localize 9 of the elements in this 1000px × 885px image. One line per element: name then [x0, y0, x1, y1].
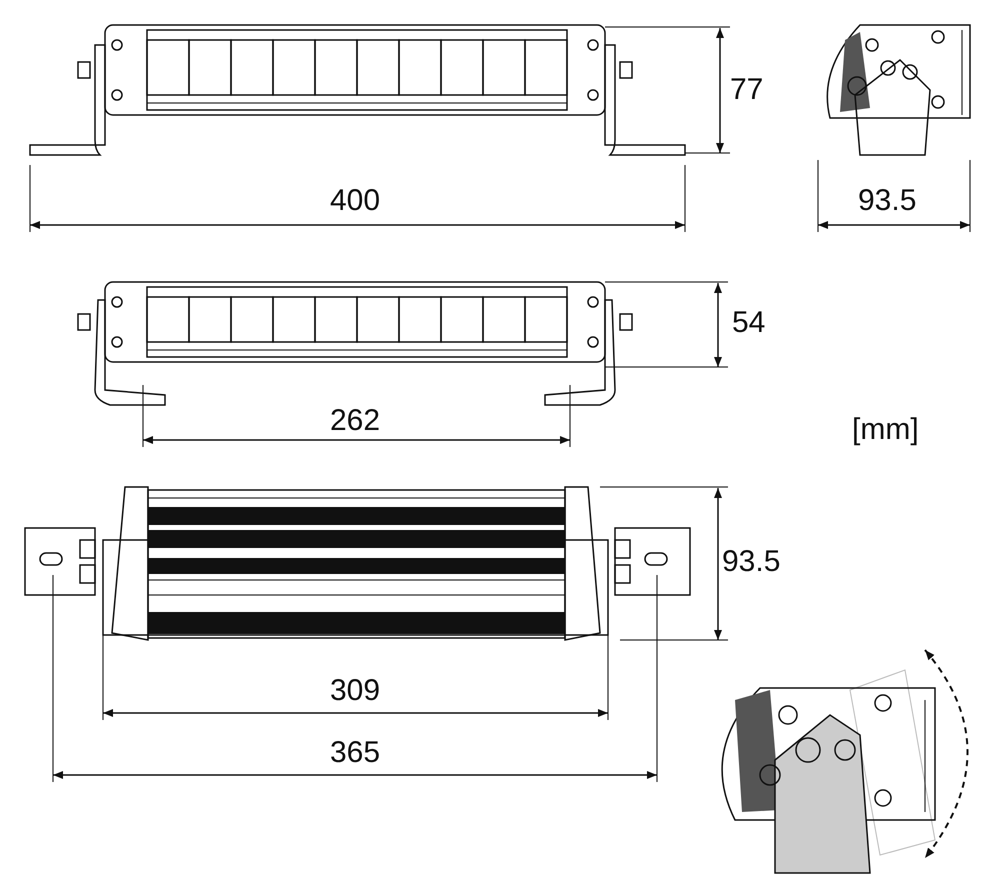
dimension-label: 93.5 [858, 186, 916, 216]
unit-label: [mm] [852, 415, 919, 445]
dimension-label: 309 [330, 676, 380, 706]
dimension-label: 93.5 [722, 547, 780, 577]
dimension-label: 77 [730, 75, 764, 105]
dimension-label: 54 [732, 308, 766, 338]
dimension-label: 400 [330, 186, 380, 216]
dimension-label: 365 [330, 738, 380, 768]
dimension-label: 262 [330, 406, 380, 436]
